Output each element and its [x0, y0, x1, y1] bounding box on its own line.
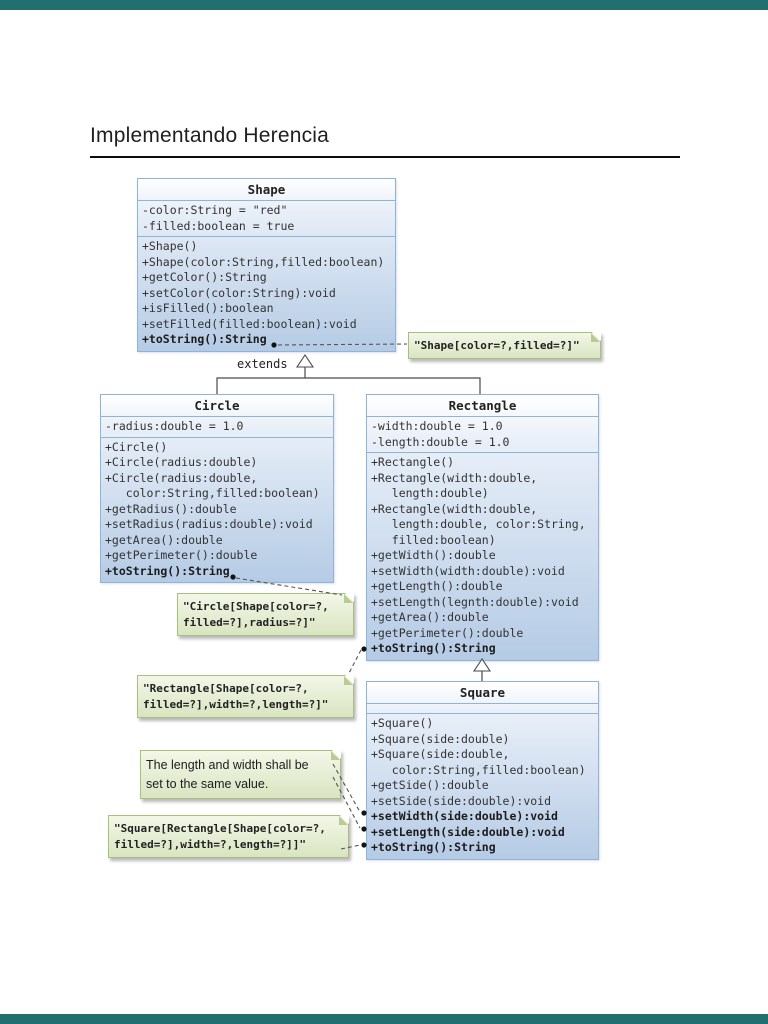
- note-link-rectangle: [347, 649, 362, 676]
- note-rectangle-tostring: "Rectangle[Shape[color=?, filled=?],width…: [137, 675, 354, 718]
- attribute-line: -color:String = "red": [142, 203, 288, 217]
- inheritance-line-shape-children: [216, 377, 481, 394]
- note-line: filled=?],radius=?]": [183, 616, 316, 629]
- class-name-shape: Shape: [138, 179, 395, 201]
- method-line: +Rectangle(width:double,: [371, 470, 538, 485]
- note-line: "Rectangle[Shape[color=?,: [143, 682, 309, 695]
- class-box-shape: Shape -color:String = "red"-filled:boole…: [137, 178, 396, 352]
- note-line: "Circle[Shape[color=?,: [183, 600, 329, 613]
- methods-rectangle: +Rectangle()+Rectangle(width:double, len…: [367, 453, 598, 660]
- page-title: Implementando Herencia: [90, 124, 330, 147]
- attributes-square: [367, 704, 598, 714]
- method-line: +Shape(color:String,filled:boolean): [142, 254, 385, 269]
- method-line: +setLength(legnth:double):void: [371, 594, 579, 609]
- method-line: +getPerimeter():double: [105, 548, 258, 562]
- inheritance-triangle-icon-square: [472, 658, 492, 672]
- method-line: +setLength(side:double):void: [371, 824, 565, 839]
- note-line: The length and width shall be: [146, 758, 309, 772]
- method-line: length:double): [371, 486, 489, 500]
- method-line: color:String,filled:boolean): [371, 762, 586, 777]
- method-line: +getPerimeter():double: [371, 625, 524, 640]
- method-line: +getWidth():double: [371, 548, 496, 562]
- note-line: set to the same value.: [146, 777, 269, 791]
- method-line: +Rectangle(width:double,: [371, 501, 538, 516]
- method-line: +getSide():double: [371, 778, 489, 792]
- note-shape-tostring: "Shape[color=?,filled=?]": [408, 332, 601, 359]
- viewer-bottom-bar: [0, 1014, 768, 1024]
- method-line: +isFilled():boolean: [142, 301, 274, 315]
- method-line: +setSide(side:double):void: [371, 793, 552, 808]
- note-circle-tostring: "Circle[Shape[color=?, filled=?],radius=?…: [177, 593, 354, 636]
- note-length-width: The length and width shall be set to the …: [140, 750, 341, 799]
- viewer-top-bar: [0, 0, 768, 10]
- attribute-line: -filled:boolean = true: [142, 218, 295, 233]
- method-line: +setColor(color:String):void: [142, 285, 336, 300]
- attribute-line: -width:double = 1.0: [371, 419, 503, 433]
- class-name-circle: Circle: [101, 395, 333, 417]
- inheritance-triangle-icon-shape: [295, 354, 315, 368]
- class-box-square: Square +Square()+Square(side:double)+Squ…: [366, 681, 599, 860]
- method-line: +Square(side:double): [371, 731, 510, 746]
- class-name-square: Square: [367, 682, 598, 704]
- methods-circle: +Circle()+Circle(radius:double)+Circle(r…: [101, 438, 333, 583]
- class-box-circle: Circle -radius:double = 1.0 +Circle()+Ci…: [100, 394, 334, 583]
- note-square-tostring: "Square[Rectangle[Shape[color=?, filled=?…: [108, 815, 349, 858]
- note-line: filled=?],width=?,length=?]": [143, 698, 329, 711]
- method-line: +Square(side:double,: [371, 747, 510, 761]
- method-line: filled:boolean): [371, 532, 496, 547]
- method-line: +getArea():double: [371, 610, 489, 624]
- note-line: "Shape[color=?,filled=?]": [414, 339, 580, 352]
- method-line: length:double, color:String,: [371, 517, 586, 531]
- method-line: +setWidth(width:double):void: [371, 563, 565, 578]
- method-line: +getLength():double: [371, 579, 503, 593]
- method-line: +getColor():String: [142, 270, 267, 284]
- methods-square: +Square()+Square(side:double)+Square(sid…: [367, 714, 598, 859]
- attribute-line: -length:double = 1.0: [371, 434, 510, 449]
- note-line: "Square[Rectangle[Shape[color=?,: [114, 822, 326, 835]
- method-line: +Circle(radius:double,: [105, 470, 258, 485]
- attributes-rectangle: -width:double = 1.0-length:double = 1.0: [367, 417, 598, 453]
- method-line: +setRadius(radius:double):void: [105, 517, 313, 531]
- methods-shape: +Shape()+Shape(color:String,filled:boole…: [138, 237, 395, 351]
- attribute-line: -radius:double = 1.0: [105, 419, 244, 433]
- method-line: +Shape(): [142, 239, 198, 253]
- note-line: filled=?],width=?,length=?]]": [114, 838, 307, 851]
- class-name-rectangle: Rectangle: [367, 395, 598, 417]
- method-line: +toString():String: [371, 840, 496, 854]
- extends-label: extends: [237, 357, 288, 371]
- method-line: +toString():String: [142, 332, 267, 346]
- method-line: +toString():String: [105, 563, 230, 578]
- method-line: +Circle(radius:double): [105, 455, 258, 469]
- method-line: +getArea():double: [105, 532, 223, 547]
- method-line: color:String,filled:boolean): [105, 486, 320, 500]
- method-line: +getRadius():double: [105, 501, 237, 516]
- class-box-rectangle: Rectangle -width:double = 1.0-length:dou…: [366, 394, 599, 661]
- method-line: +Rectangle(): [371, 455, 455, 469]
- attributes-shape: -color:String = "red"-filled:boolean = t…: [138, 201, 395, 237]
- method-line: +setWidth(side:double):void: [371, 809, 558, 823]
- method-line: +setFilled(filled:boolean):void: [142, 316, 357, 331]
- title-underline: [90, 156, 680, 158]
- method-line: +toString():String: [371, 641, 496, 655]
- method-line: +Circle(): [105, 439, 168, 454]
- attributes-circle: -radius:double = 1.0: [101, 417, 333, 438]
- method-line: +Square(): [371, 716, 434, 730]
